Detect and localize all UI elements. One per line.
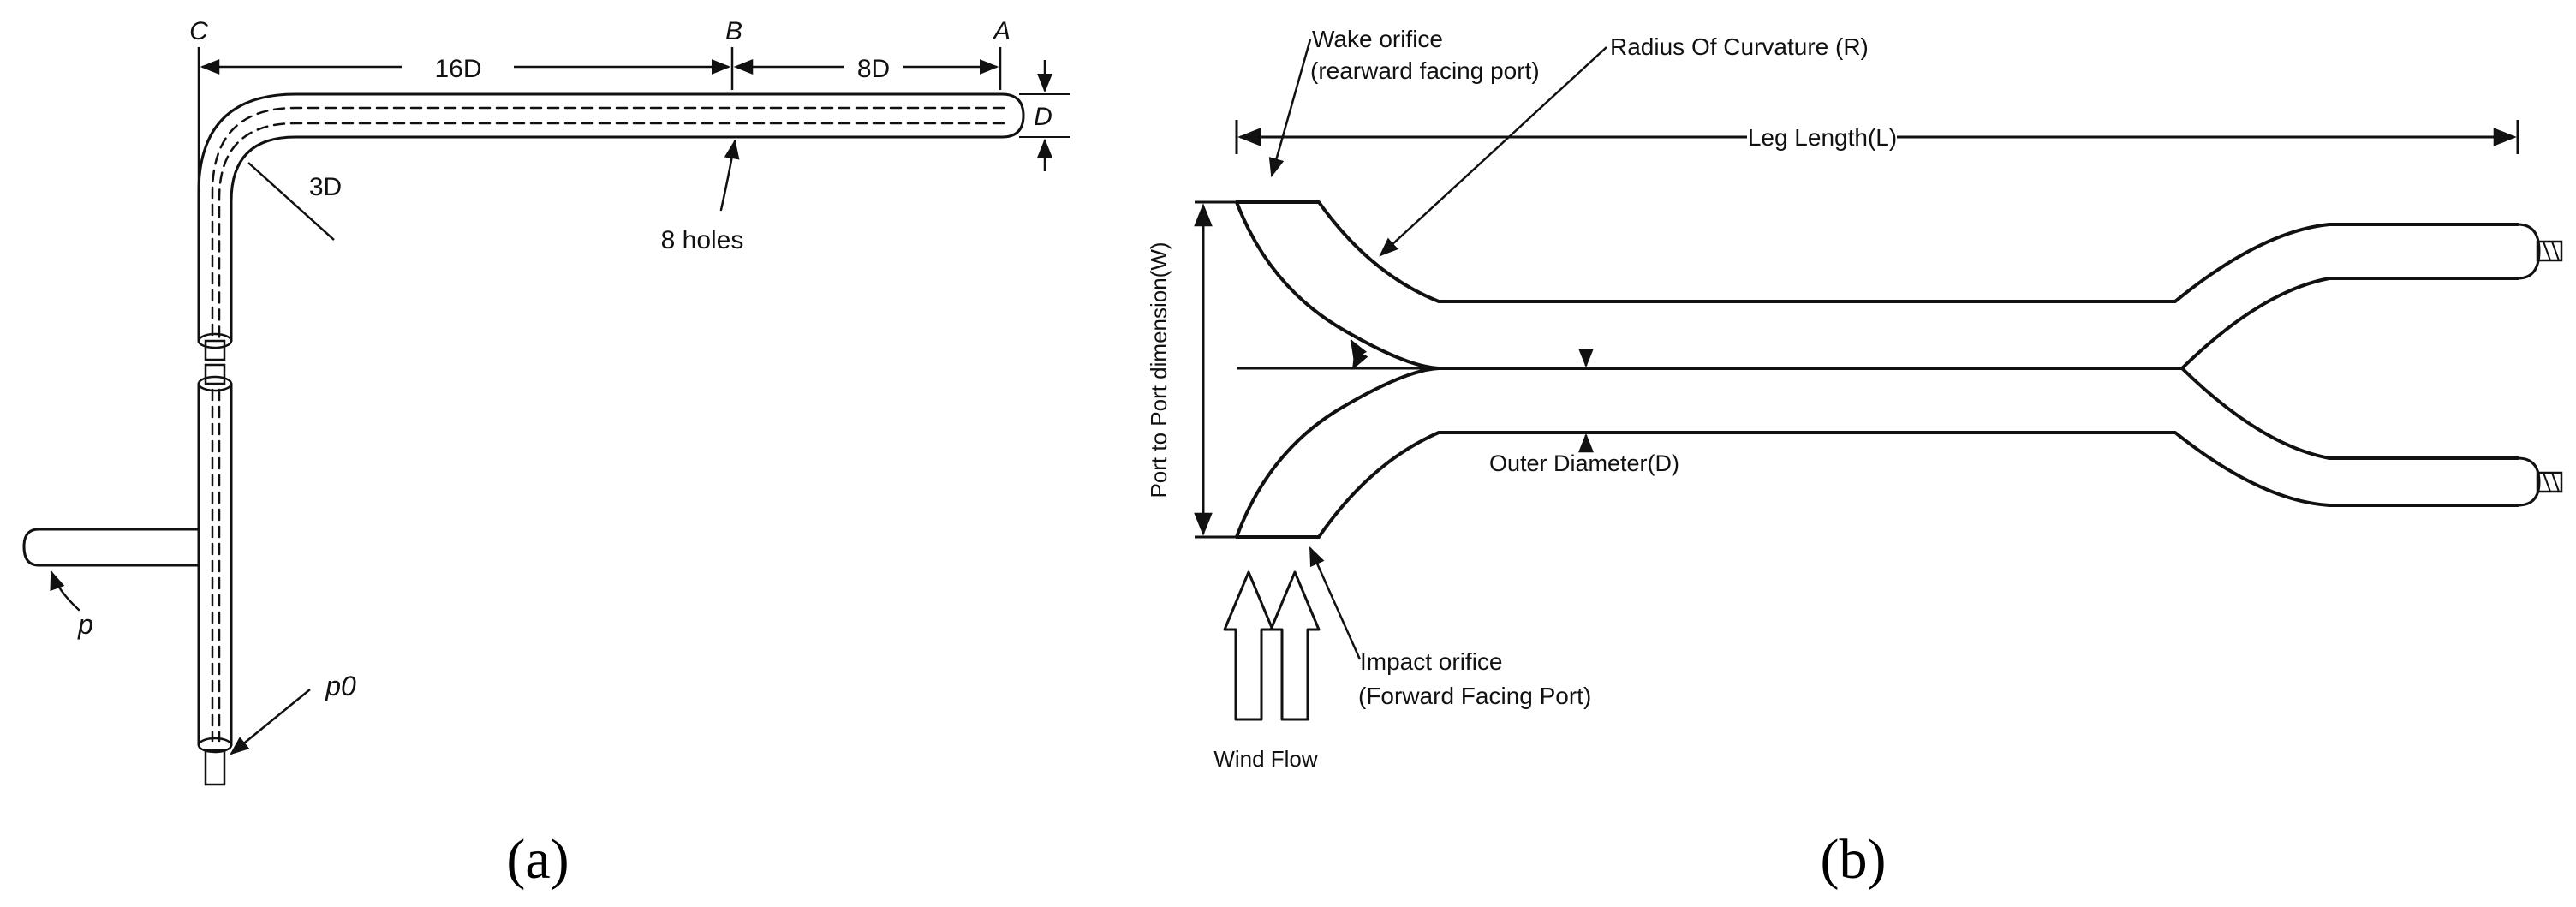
p0-leader (230, 689, 311, 755)
panel-a: C B A 16D 8D D 3D 8 holes p p0 (a) (22, 17, 1070, 891)
label-3d: 3D (309, 173, 342, 201)
panel-b: Wake orifice (rearward facing port) Radi… (1146, 26, 2563, 891)
wake-leader (1268, 39, 1312, 178)
inner-tube-stub-lower (204, 363, 226, 385)
inner-tube-bottom (204, 749, 226, 786)
label-16d: 16D (434, 55, 481, 83)
inner-bore-dashed (211, 106, 1005, 340)
label-8d: 8D (857, 55, 890, 83)
caption-b: (b) (1821, 828, 1887, 891)
label-a: A (992, 17, 1011, 45)
bend-radius-leader (247, 162, 335, 241)
pitot-tip (1000, 92, 1025, 139)
label-impact-2: (Forward Facing Port) (1358, 683, 1591, 709)
tube-lower-leg (1235, 367, 2519, 539)
pitot-tube-outer (197, 92, 1004, 343)
inner-bore-dashed-2 (218, 122, 1005, 340)
tube-break-lower (197, 375, 233, 392)
label-wake-2: (rearward facing port) (1310, 57, 1540, 84)
angle-arc (1350, 339, 1368, 370)
label-p0: p0 (325, 671, 356, 701)
inner-bore-lower-dashed (211, 388, 221, 743)
lower-tube (197, 382, 233, 747)
inner-tube-stub-upper (204, 339, 226, 361)
label-port-dim: Port to Port dimension(W) (1146, 242, 1172, 498)
radius-leader (1379, 46, 1607, 257)
label-leg-length: Leg Length(L) (1748, 124, 1897, 151)
connector-hatch (2551, 241, 2560, 261)
label-wind-flow: Wind Flow (1213, 746, 1318, 772)
static-branch (22, 528, 200, 567)
label-c: C (189, 17, 208, 45)
connector-hatch (2551, 472, 2560, 492)
label-b: B (725, 17, 742, 45)
label-radius: Radius Of Curvature (R) (1610, 33, 1869, 60)
wind-arrow-1 (1223, 570, 1274, 721)
holes-leader (719, 139, 740, 212)
label-impact-1: Impact orifice (1360, 648, 1503, 675)
connector-hatch (2543, 472, 2551, 492)
label-d: D (1034, 103, 1052, 131)
impact-leader (1309, 546, 1362, 660)
label-wake-1: Wake orifice (1312, 26, 1443, 52)
label-outer-diameter: Outer Diameter(D) (1489, 451, 1679, 476)
caption-a: (a) (506, 828, 569, 891)
label-p: p (77, 609, 93, 640)
wind-arrow-2 (1269, 570, 1321, 721)
p-leader (50, 570, 80, 612)
label-holes: 8 holes (661, 226, 744, 254)
right-end-cap-bot (2516, 456, 2541, 507)
connector-hatch (2543, 241, 2551, 261)
pitot-tube-outer-inner-edge (230, 135, 1004, 343)
right-end-cap-top (2516, 223, 2541, 280)
tube-upper-leg (1235, 200, 2519, 370)
